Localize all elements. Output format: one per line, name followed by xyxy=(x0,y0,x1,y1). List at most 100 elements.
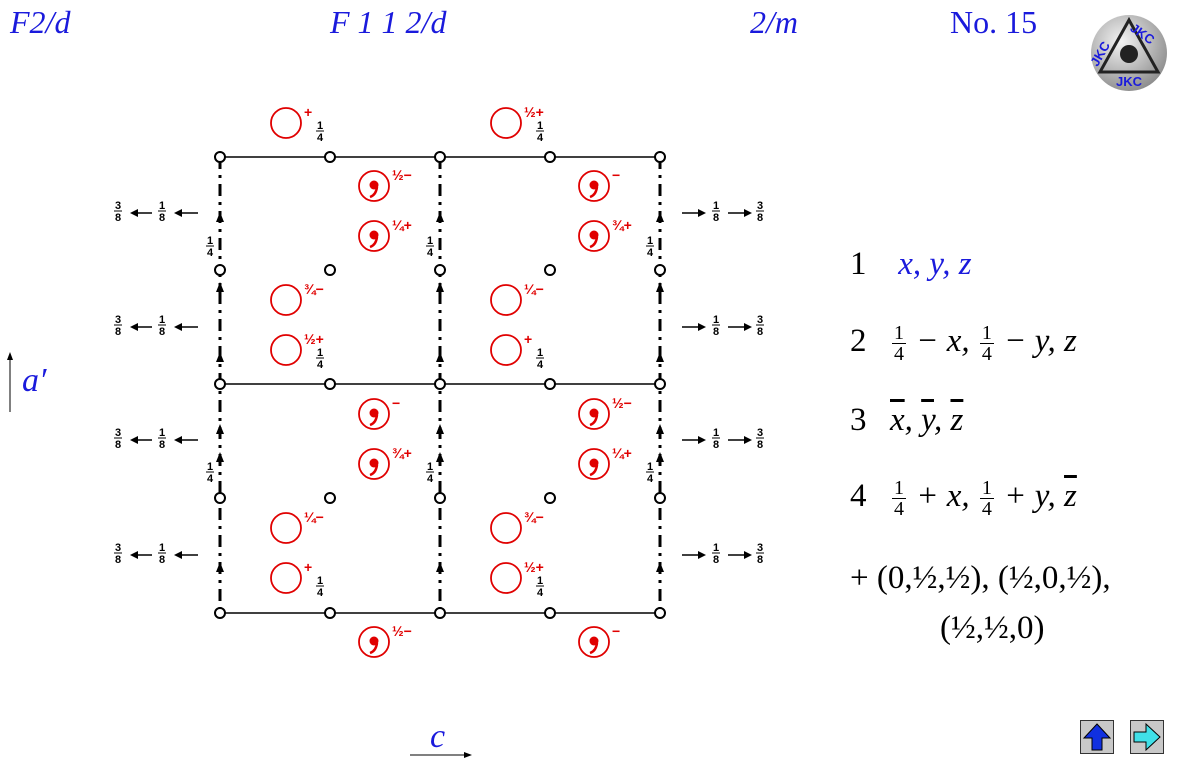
screw-axis-arrow xyxy=(216,212,224,222)
svg-text:8: 8 xyxy=(757,554,763,566)
comma-tail xyxy=(589,414,599,427)
space-group-number: No. 15 xyxy=(950,4,1038,40)
up-button[interactable] xyxy=(1080,720,1114,754)
position-circle xyxy=(270,284,302,316)
inversion-centre xyxy=(214,492,226,504)
inversion-centre xyxy=(324,378,336,390)
svg-text:4: 4 xyxy=(317,587,324,599)
side-arrowhead xyxy=(174,436,182,444)
inversion-centre xyxy=(544,378,556,390)
position-circle xyxy=(490,334,522,366)
height-three-eighths-label: 38 xyxy=(756,542,764,566)
comma-tail xyxy=(369,186,379,199)
screw-axis-arrow xyxy=(656,352,664,362)
general-position-comma: ½− xyxy=(358,623,412,658)
inversion-centre xyxy=(434,151,446,163)
svg-text:1: 1 xyxy=(713,314,719,326)
svg-text:4: 4 xyxy=(537,587,544,599)
general-position: ¾− xyxy=(490,509,544,544)
svg-text:3: 3 xyxy=(757,542,763,554)
screw-axis-arrow xyxy=(216,424,224,434)
position-circle xyxy=(578,626,610,658)
height-three-eighths-label: 38 xyxy=(114,542,122,566)
side-arrowhead xyxy=(698,436,706,444)
svg-text:8: 8 xyxy=(115,326,121,338)
height-label: − xyxy=(612,623,620,639)
svg-text:1: 1 xyxy=(317,575,323,587)
height-label: ½+ xyxy=(524,559,544,575)
height-label: ¾− xyxy=(304,281,324,297)
inversion-centre xyxy=(654,264,666,276)
height-label: − xyxy=(392,395,400,411)
short-symbol: F2/d xyxy=(10,4,71,40)
height-label: ½− xyxy=(392,623,412,639)
svg-text:3: 3 xyxy=(115,200,121,212)
general-position: ½+14 xyxy=(490,559,544,599)
general-position: ¼− xyxy=(490,281,544,316)
centring-vectors-line-2: (½,½,0) xyxy=(940,610,1045,646)
inversion-centre xyxy=(544,607,556,619)
position-2-part-a: − x, xyxy=(908,323,978,360)
svg-text:4: 4 xyxy=(207,473,214,485)
svg-text:3: 3 xyxy=(757,427,763,439)
axis-c-label: c xyxy=(430,718,446,755)
position-circle xyxy=(358,448,390,480)
height-label: ¼− xyxy=(304,509,324,525)
screw-axis-arrow xyxy=(436,424,444,434)
side-arrowhead xyxy=(174,551,182,559)
svg-text:8: 8 xyxy=(115,212,121,224)
height-label: ¼+ xyxy=(392,217,412,233)
position-2-part-b: − y, z xyxy=(995,323,1077,360)
height-eighth-label: 18 xyxy=(712,427,720,451)
screw-axis-arrow xyxy=(216,352,224,362)
next-button[interactable] xyxy=(1130,720,1164,754)
screw-axis-arrow xyxy=(436,452,444,462)
height-quarter-label: 14 xyxy=(536,347,544,371)
screw-axis-arrow xyxy=(216,282,224,292)
svg-text:8: 8 xyxy=(713,326,719,338)
inversion-centre xyxy=(654,151,666,163)
svg-text:8: 8 xyxy=(713,439,719,451)
side-arrowhead xyxy=(744,323,752,331)
height-quarter-label: 14 xyxy=(206,461,214,485)
inversion-centre xyxy=(544,264,556,276)
screw-axis-arrow xyxy=(656,452,664,462)
general-position-comma: ¾+ xyxy=(358,445,412,480)
svg-text:8: 8 xyxy=(115,554,121,566)
height-label: − xyxy=(612,167,620,183)
svg-text:1: 1 xyxy=(713,427,719,439)
position-4-part-b: + y, xyxy=(995,478,1065,515)
comma-tail xyxy=(369,414,379,427)
svg-text:8: 8 xyxy=(115,439,121,451)
inversion-centre xyxy=(324,151,336,163)
general-position: ½+14 xyxy=(490,104,544,144)
height-quarter-label: 14 xyxy=(316,120,324,144)
svg-text:8: 8 xyxy=(757,326,763,338)
svg-text:8: 8 xyxy=(713,212,719,224)
height-quarter-label: 14 xyxy=(316,575,324,599)
position-circle xyxy=(358,626,390,658)
svg-text:1: 1 xyxy=(713,200,719,212)
position-1-coords: x, y, z xyxy=(898,246,972,282)
svg-text:1: 1 xyxy=(159,314,165,326)
position-3-z: z xyxy=(950,402,964,438)
height-label: + xyxy=(524,331,532,347)
svg-text:3: 3 xyxy=(757,314,763,326)
inversion-centre xyxy=(324,607,336,619)
position-circle xyxy=(490,512,522,544)
position-circle xyxy=(270,334,302,366)
inversion-centre xyxy=(544,492,556,504)
svg-text:1: 1 xyxy=(207,235,213,247)
general-positions: +14½+14½−−¼+¾+¾−¼−½+14+14−½−¾+¼+¼−¾−+14½… xyxy=(270,104,632,658)
general-position: ¾− xyxy=(270,281,324,316)
height-quarter-label: 14 xyxy=(536,575,544,599)
svg-text:3: 3 xyxy=(115,314,121,326)
svg-text:8: 8 xyxy=(713,554,719,566)
screw-axis-arrow xyxy=(216,452,224,462)
position-circle xyxy=(578,398,610,430)
comma-tail xyxy=(589,236,599,249)
